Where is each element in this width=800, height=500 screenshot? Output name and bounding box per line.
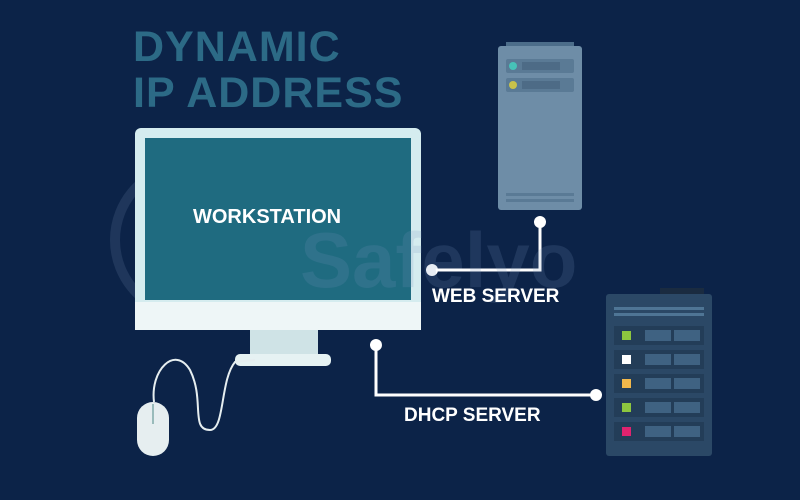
dhcp-server-rack-icon: [606, 288, 712, 456]
drive-bay: [645, 426, 671, 437]
connector-dot: [534, 216, 546, 228]
status-led-icon: [622, 403, 631, 412]
status-led-icon: [622, 355, 631, 364]
status-led-icon: [622, 331, 631, 340]
workstation-label: WORKSTATION: [193, 206, 342, 228]
connector-dot: [426, 264, 438, 276]
web-server-icon: [498, 42, 582, 210]
drive-bay: [645, 378, 671, 389]
mouse-icon: [137, 358, 256, 456]
watermark: Safelyo: [300, 216, 578, 304]
drive-bay: [674, 354, 700, 365]
connector-dot: [590, 389, 602, 401]
connector-dot: [370, 339, 382, 351]
dhcp-server-label: DHCP SERVER: [404, 405, 541, 426]
web-server-connection: [432, 222, 542, 272]
title-line-1: DYNAMIC: [133, 23, 341, 71]
drive-bay: [645, 330, 671, 341]
drive-bay: [674, 426, 700, 437]
drive-bay: [674, 378, 700, 389]
status-led-icon: [622, 379, 631, 388]
dhcp-server-connection: [374, 345, 596, 397]
drive-bay: [645, 402, 671, 413]
status-led-icon: [622, 427, 631, 436]
title-line-2: IP ADDRESS: [133, 69, 404, 117]
drive-bay: [645, 354, 671, 365]
workstation-monitor: [135, 128, 421, 366]
web-server-label: WEB SERVER: [432, 286, 560, 307]
drive-bay: [674, 330, 700, 341]
drive-bay: [674, 402, 700, 413]
